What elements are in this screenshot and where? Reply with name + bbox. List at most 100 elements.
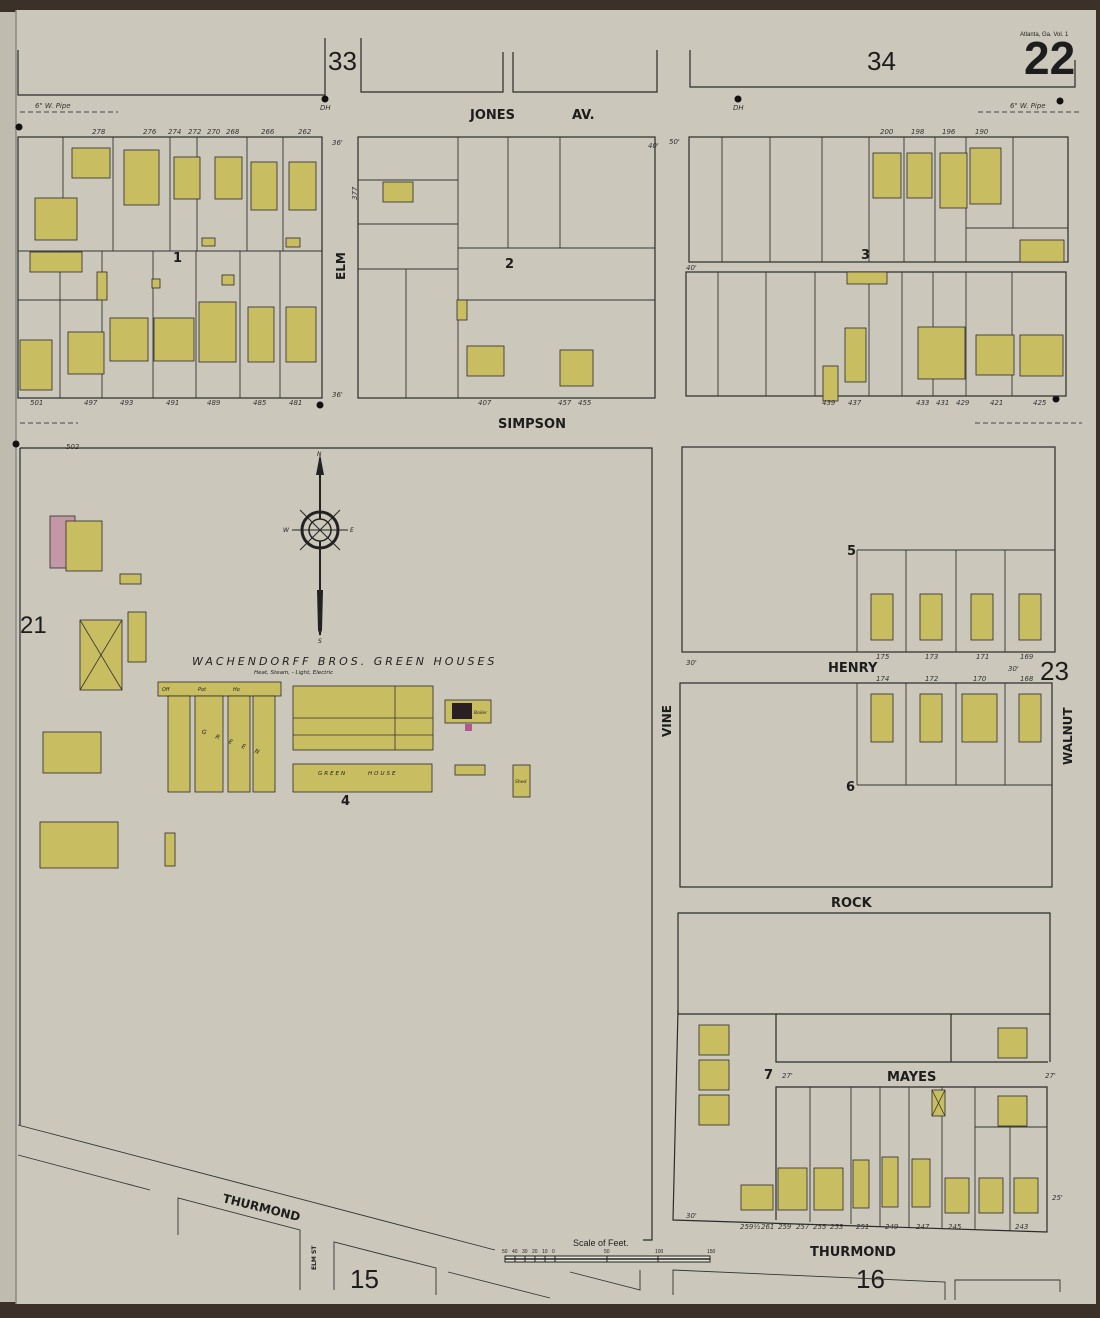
frame-dwelling — [285, 306, 317, 363]
house-number: 253 — [830, 1223, 843, 1231]
hydrant-label: DH — [733, 104, 744, 112]
cross-mark — [79, 619, 123, 691]
frame-dwelling — [227, 695, 251, 793]
boiler-label: Boiler — [474, 710, 488, 716]
block-5 — [681, 446, 1056, 653]
frame-dwelling — [292, 763, 433, 793]
dimension-label: 25' — [1052, 1194, 1063, 1202]
frame-dwelling — [777, 1167, 808, 1211]
block-3-north — [688, 136, 1069, 263]
house-number: 485 — [253, 399, 267, 407]
scale-tick-label: 100 — [655, 1249, 664, 1255]
house-number: 407 — [478, 399, 492, 407]
house-number: 261 — [761, 1223, 774, 1231]
frame-dwelling — [173, 156, 201, 200]
frame-dwelling — [870, 593, 894, 641]
frame-dwelling — [939, 152, 968, 209]
header-note: Atlanta, Ga. Vol. 1 — [1020, 32, 1069, 38]
house-number: 251 — [856, 1223, 869, 1231]
frame-dwelling — [71, 147, 111, 179]
house-number: 257 — [796, 1223, 810, 1231]
street-simpson: SIMPSON — [498, 417, 566, 432]
house-number: 190 — [975, 128, 989, 136]
frame-dwelling — [906, 152, 933, 199]
house-number: 268 — [226, 128, 240, 136]
frame-dwelling — [852, 1159, 870, 1209]
frame-dwelling — [917, 326, 966, 380]
block-number: 1 — [173, 251, 182, 266]
street-jones: JONES — [469, 108, 515, 123]
frame-dwelling — [221, 274, 235, 286]
house-number: 433 — [916, 399, 929, 407]
frame-dwelling — [911, 1158, 931, 1208]
house-number: 198 — [911, 128, 925, 136]
frame-dwelling — [997, 1095, 1028, 1127]
house-number: 169 — [1020, 653, 1034, 661]
house-number: 429 — [956, 399, 970, 407]
street-rock: ROCK — [831, 896, 873, 911]
frame-dwelling — [1013, 1177, 1039, 1214]
greenhouse-title: WACHENDORFF BROS. GREEN HOUSES — [192, 655, 497, 668]
house-number: 274 — [168, 128, 181, 136]
frame-dwelling — [29, 251, 83, 273]
lot-lines — [18, 137, 1068, 1231]
frame-dwelling — [109, 317, 149, 362]
house-number: 270 — [207, 128, 221, 136]
frame-dwelling — [961, 693, 998, 743]
house-number: 489 — [207, 399, 221, 407]
block-number: 3 — [861, 248, 870, 263]
hydrant-label: DH — [320, 104, 331, 112]
scale-title: Scale of Feet. — [573, 1238, 629, 1248]
scale-tick-label: 50 — [604, 1249, 610, 1255]
house-number: 174 — [876, 675, 889, 683]
house-number: 249 — [885, 1223, 899, 1231]
compass-south: S — [318, 638, 322, 645]
greenhouse-ho-label: Ho — [233, 687, 240, 693]
house-number: 170 — [973, 675, 987, 683]
house-number: 455 — [578, 399, 592, 407]
frame-dwelling — [67, 331, 105, 375]
adjacent-sheet-33: 33 — [328, 46, 357, 76]
frame-dwelling — [250, 161, 278, 211]
frame-dwelling — [881, 1156, 899, 1208]
frame-dwelling — [198, 301, 237, 363]
house-number: 497 — [84, 399, 98, 407]
house-number: 245 — [948, 1223, 962, 1231]
street-elm-st: ELM ST — [311, 1245, 318, 1270]
frame-dwelling — [454, 764, 486, 776]
frame-dwelling — [997, 1027, 1028, 1059]
water-pipe-label: 6" W. Pipe — [1010, 102, 1046, 110]
house-number: 377 — [351, 186, 359, 200]
frame-dwelling — [42, 731, 102, 774]
frame-dwelling — [970, 593, 994, 641]
dimension-label: 30' — [686, 659, 697, 667]
frame-dwelling — [288, 161, 317, 211]
hydrant-icon — [12, 440, 20, 448]
frame-dwelling — [919, 693, 943, 743]
greenhouse-house-label: HOUSE — [368, 771, 397, 777]
house-number: 491 — [166, 399, 179, 407]
frame-dwelling — [698, 1094, 730, 1126]
hydrants — [12, 95, 1064, 448]
block-4 — [20, 447, 653, 1241]
frame-dwelling — [822, 365, 839, 402]
house-number: 421 — [990, 399, 1003, 407]
house-number: 173 — [925, 653, 938, 661]
house-number: 262 — [298, 128, 312, 136]
hydrant-icon — [15, 123, 23, 131]
compass-west: W — [283, 527, 290, 534]
house-number: 172 — [925, 675, 939, 683]
frame-dwelling — [214, 156, 243, 200]
frame-dwelling — [39, 821, 119, 869]
frame-dwelling — [944, 1177, 970, 1214]
block-number: 4 — [341, 794, 350, 809]
scale-tick-label: 10 — [542, 1249, 548, 1255]
dimension-label: 27' — [1045, 1072, 1056, 1080]
frame-dwelling — [194, 695, 224, 793]
frame-dwelling — [382, 181, 414, 203]
dimension-label: 50' — [669, 138, 680, 146]
block-number: 6 — [846, 780, 855, 795]
hydrant-icon — [321, 95, 329, 103]
dimension-label: 40' — [686, 264, 697, 272]
